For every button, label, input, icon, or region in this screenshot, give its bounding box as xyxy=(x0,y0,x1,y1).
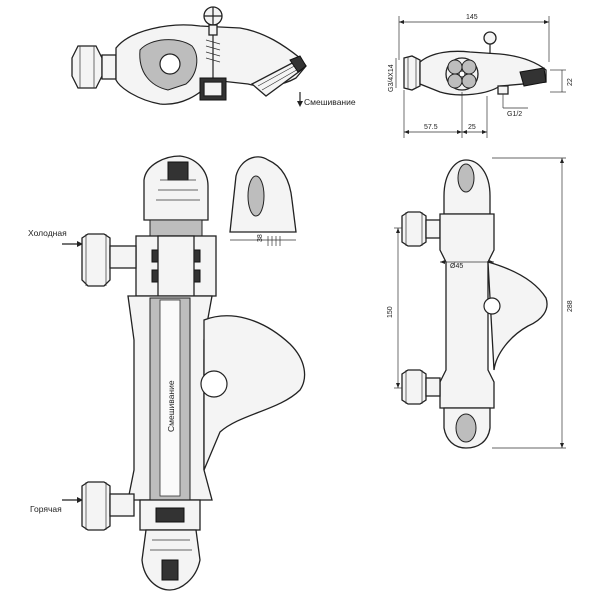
dim-offset: 57.5 xyxy=(424,124,438,131)
wing-hole xyxy=(200,370,228,398)
dim-overall-width: 145 xyxy=(466,14,478,21)
outline-wing-hole xyxy=(483,297,501,315)
chamber-bore xyxy=(159,53,181,75)
hot-inlet-nut xyxy=(81,481,111,531)
cold-inlet-pipe xyxy=(109,245,137,269)
handle-grip xyxy=(247,175,265,217)
cold-label: Холодная xyxy=(28,228,67,238)
outline-wing-right xyxy=(487,261,548,371)
side-spout xyxy=(519,67,547,87)
outline-cold-nut xyxy=(401,211,427,247)
mixing-label-top: Смешивание xyxy=(304,97,356,107)
dim-inlet-diameter: Ø45 xyxy=(450,263,463,270)
side-wing-plate xyxy=(203,315,306,471)
top-section-view: Смешивание xyxy=(71,6,356,107)
outline-hot-nut xyxy=(401,369,427,405)
top-spindle xyxy=(167,161,189,181)
front-section-view: Холодная Смешивание Горячая xyxy=(28,155,306,591)
side-view: 145 G3/4X14 22 G1/2 xyxy=(388,14,574,138)
dim-handle-width: 38 xyxy=(257,234,264,242)
hot-inlet-pipe xyxy=(109,493,135,517)
inlet-nut xyxy=(71,45,103,89)
dim-outlet-thread: G1/2 xyxy=(507,111,522,118)
cold-inlet-nut xyxy=(81,233,111,287)
dim-spout-height: 22 xyxy=(567,78,574,86)
front-outline-view: Ø45 150 288 xyxy=(387,157,574,449)
dim-thread-left: G3/4X14 xyxy=(388,64,395,92)
dim-overall-height: 288 xyxy=(567,300,574,312)
hot-label: Горячая xyxy=(30,504,62,514)
side-nut xyxy=(403,55,421,91)
top-cartridge-cap xyxy=(143,155,209,221)
dim-center-distance: 150 xyxy=(387,306,394,318)
mixing-label-vertical: Смешивание xyxy=(166,380,176,432)
handle-detail: 38 xyxy=(229,156,297,246)
dim-spout-offset: 25 xyxy=(468,124,476,131)
inlet-pipe xyxy=(101,54,117,80)
